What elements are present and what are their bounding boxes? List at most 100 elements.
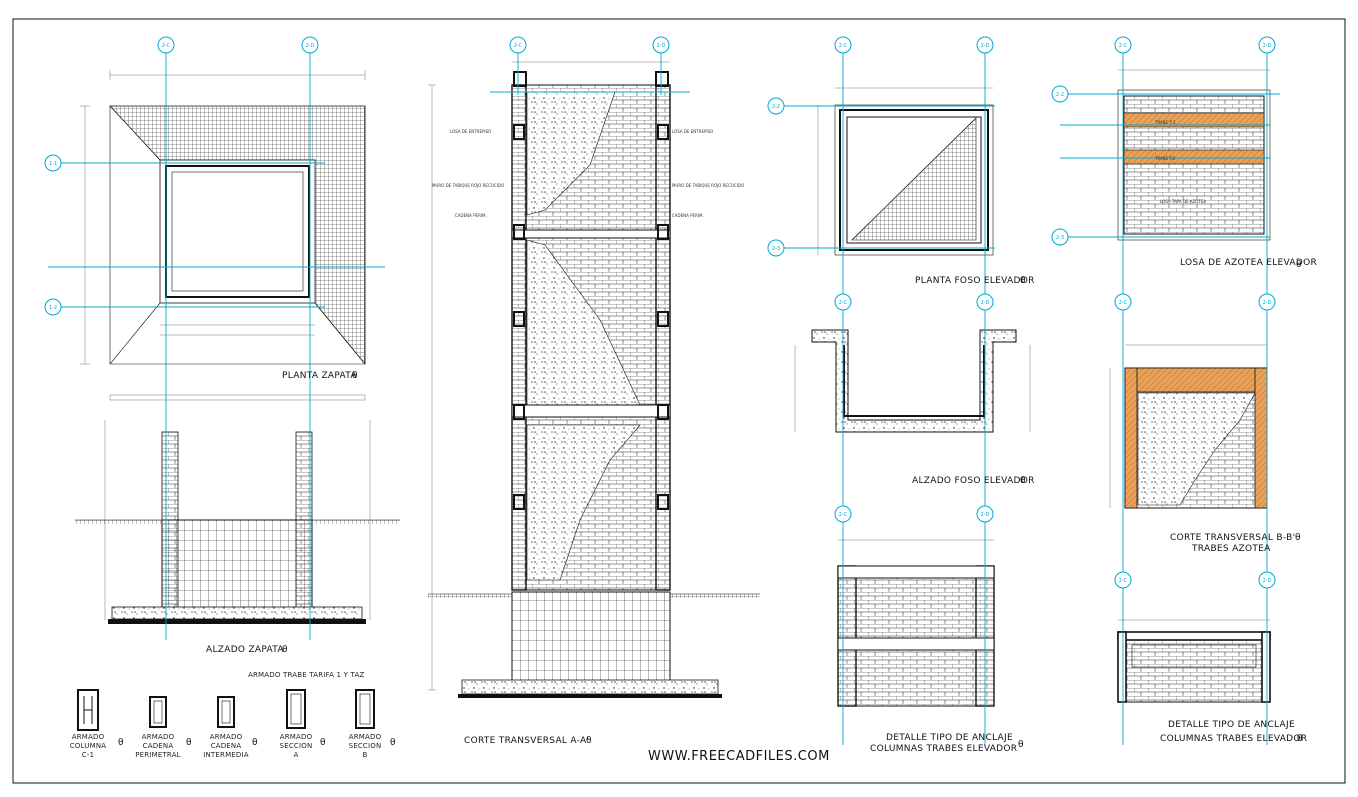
bubble: 2-D: [1258, 571, 1276, 589]
section-label: ARMADO: [280, 733, 313, 741]
svg-text:2-C: 2-C: [162, 43, 171, 49]
planta-zapata: [80, 70, 366, 365]
title-corte-aa: CORTE TRANSVERSAL A-A': [464, 736, 589, 746]
losa-azotea: [1117, 69, 1271, 241]
svg-text:2-2: 2-2: [772, 104, 780, 110]
svg-text:1-1: 1-1: [49, 161, 57, 167]
note-cadena: CADENA PERIM.: [672, 213, 704, 218]
section-label: ARMADO: [349, 733, 382, 741]
alzado-foso: [794, 329, 1031, 433]
svg-text:2-D: 2-D: [981, 300, 990, 306]
secciones: [77, 689, 375, 731]
section-label: ARMADO: [142, 733, 175, 741]
detalle-anclaje: [1117, 619, 1271, 703]
bubble: 2-C: [157, 36, 175, 54]
note-muro: MURO DE TABIQUE ROJO RECOCIDO: [432, 183, 504, 188]
detalle-columnas: [837, 539, 995, 707]
svg-text:2-D: 2-D: [1263, 300, 1272, 306]
svg-text:2-D: 2-D: [1263, 43, 1272, 49]
section-label: CADENA: [211, 742, 242, 750]
svg-text:2-D: 2-D: [981, 43, 990, 49]
planta-foso: [817, 87, 994, 256]
corte-b-b: [1109, 344, 1268, 509]
title-corte-bb-sub: TRABES AZOTEA: [1191, 544, 1271, 554]
theta-symbol: θ: [1020, 476, 1026, 486]
section-label: SECCION: [349, 742, 382, 750]
note-trabe: TRABE T-2: [1154, 156, 1176, 161]
corte-a-a: [428, 61, 760, 698]
note-cadena: CADENA PERIM.: [455, 213, 487, 218]
section-label: CADENA: [143, 742, 174, 750]
theta-symbol: θ: [1020, 276, 1026, 286]
svg-text:2-C: 2-C: [839, 512, 848, 518]
svg-text:2-D: 2-D: [657, 43, 666, 49]
svg-text:2-3: 2-3: [1056, 235, 1064, 241]
bubble: 2-D: [976, 36, 994, 54]
theta-symbol: θ: [390, 738, 396, 748]
bubble: 2-C: [1114, 36, 1132, 54]
bubble: 2-2: [767, 97, 785, 115]
bubble: 2-D: [976, 505, 994, 523]
section-label: ARMADO: [72, 733, 105, 741]
bubble: 2-C: [834, 293, 852, 311]
section-label: A: [294, 751, 299, 759]
title-planta-foso: PLANTA FOSO ELEVADOR: [915, 276, 1035, 286]
svg-text:2-C: 2-C: [1119, 300, 1128, 306]
annotations: LOSA DE ENTREPISO LOSA DE ENTREPISO MURO…: [432, 120, 1206, 218]
section-label: C-1: [82, 751, 94, 759]
theta-symbol: θ: [320, 738, 326, 748]
title-alzado-foso: ALZADO FOSO ELEVADOR: [912, 476, 1035, 486]
note-losa: LOSA DE ENTREPISO: [672, 129, 713, 134]
title-losa-azotea: LOSA DE AZOTEA ELEVADOR: [1180, 258, 1317, 268]
bubble: 1-2: [44, 298, 62, 316]
bubble: 2-D: [301, 36, 319, 54]
theta-symbol: θ: [352, 371, 358, 381]
section-label: COLUMNA: [70, 742, 107, 750]
bubble: 2-C: [1114, 293, 1132, 311]
title-armado: ARMADO TRABE TARIFA 1 Y TAZ: [248, 671, 364, 679]
axis-bubbles: 2-C 2-D 1-1 1-2 2-C 2-D 2-C 2-D 2-2 2-3 …: [44, 36, 1276, 589]
bubble: 2-3: [767, 239, 785, 257]
svg-text:2-C: 2-C: [839, 43, 848, 49]
bubble: 2-D: [652, 36, 670, 54]
title-planta-zapata: PLANTA ZAPATA: [282, 371, 357, 381]
note-muro: MURO DE TABIQUE ROJO RECOCIDO: [672, 183, 744, 188]
grid-axes: [48, 52, 1280, 745]
theta-symbol: θ: [252, 738, 258, 748]
svg-text:2-C: 2-C: [514, 43, 523, 49]
section-label: SECCION: [280, 742, 313, 750]
theta-symbol: θ: [186, 738, 192, 748]
svg-text:2-2: 2-2: [1056, 92, 1064, 98]
theta-symbol: θ: [1018, 740, 1024, 750]
bubble: 2-3: [1051, 228, 1069, 246]
title-detalle-columnas-sub: COLUMNAS TRABES ELEVADOR: [870, 744, 1017, 754]
title-detalle-anclaje-sub: COLUMNAS TRABES ELEVADOR: [1160, 734, 1307, 744]
brand-watermark: WWW.FREECADFILES.COM: [648, 749, 830, 764]
theta-symbol: θ: [586, 736, 592, 746]
section-label: INTERMEDIA: [203, 751, 249, 759]
title-detalle-anclaje: DETALLE TIPO DE ANCLAJE: [1168, 720, 1295, 730]
sheet-border: [12, 18, 1346, 784]
title-alzado-zapata: ALZADO ZAPATA: [206, 645, 284, 655]
bubble: 2-D: [1258, 293, 1276, 311]
section-label: B: [362, 751, 367, 759]
svg-text:2-D: 2-D: [306, 43, 315, 49]
svg-text:2-D: 2-D: [981, 512, 990, 518]
drawing-titles: PLANTA ZAPATA θ ALZADO ZAPATA θ ARMADO T…: [206, 258, 1317, 754]
title-detalle-columnas: DETALLE TIPO DE ANCLAJE: [886, 733, 1013, 743]
svg-text:2-C: 2-C: [1119, 43, 1128, 49]
bubble: 2-D: [976, 293, 994, 311]
title-corte-bb: CORTE TRANSVERSAL B-B': [1170, 533, 1295, 543]
bubble: 2-C: [834, 36, 852, 54]
bubble: 2-C: [509, 36, 527, 54]
svg-text:2-3: 2-3: [772, 246, 780, 252]
section-labels: ARMADO COLUMNA C-1 θ ARMADO CADENA PERIM…: [70, 733, 396, 759]
note-losa-azotea: LOSA TAPA DE AZOTEA: [1160, 199, 1206, 204]
svg-text:2-C: 2-C: [839, 300, 848, 306]
section-label: PERIMETRAL: [135, 751, 181, 759]
bubble: 2-2: [1051, 85, 1069, 103]
bubble: 2-C: [834, 505, 852, 523]
bubble: 2-D: [1258, 36, 1276, 54]
section-label: ARMADO: [210, 733, 243, 741]
